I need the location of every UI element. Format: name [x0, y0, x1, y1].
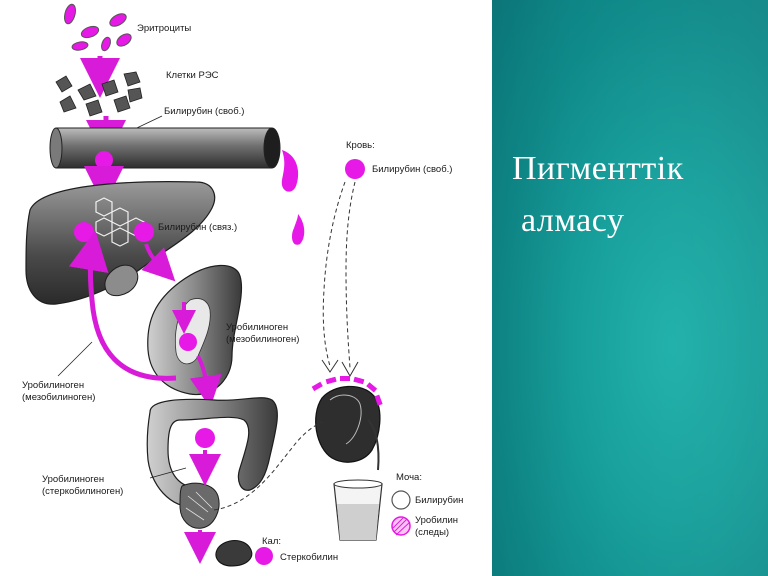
- erythrocytes-group: [64, 3, 132, 52]
- blood-drop-1: [281, 150, 299, 192]
- label-bilirubin-free: Билирубин (своб.): [164, 106, 244, 117]
- label-urine-urobilin-b: (следы): [415, 527, 449, 538]
- label-urine: Моча:: [396, 472, 422, 483]
- dashed-path-blood-2: [322, 181, 346, 367]
- label-urobilinogen-mezo-2b: (мезобилиноген): [22, 392, 95, 403]
- title-panel: Пигменттік алмасу: [492, 0, 768, 576]
- blood-drop-2: [292, 214, 305, 245]
- label-urine-bilirubin: Билирубин: [415, 495, 463, 506]
- pigment-dot-vessel: [95, 151, 113, 169]
- urine-urobilin-marker: [391, 516, 411, 536]
- colon: [146, 397, 278, 529]
- blood-vessel: [49, 127, 281, 169]
- arrow-portal-return: [68, 230, 177, 381]
- dashed-path-blood-1: [345, 181, 356, 369]
- kidney: [315, 385, 381, 471]
- kidney-pigment-arc: [311, 376, 383, 406]
- res-cells-group: [55, 71, 143, 117]
- label-urobilinogen-mezo-1: Уробилиноген: [226, 322, 288, 333]
- pigment-dot-duodenum: [179, 333, 197, 351]
- arrow-duodenum-2: [189, 355, 222, 408]
- label-sterkobilin: Стеркобилин: [280, 552, 338, 563]
- arrow-liver-duodenum: [141, 243, 176, 282]
- liver: [25, 181, 216, 305]
- label-urine-urobilin: Уробилин: [415, 515, 458, 526]
- label-urobilinogen-mezo-1b: (мезобилиноген): [226, 334, 299, 345]
- feces-icon: [215, 540, 253, 567]
- dashed-path-colon-kidney: [213, 421, 323, 511]
- label-res-cells: Клетки РЭС: [166, 70, 219, 81]
- pigment-dot-colon: [195, 428, 215, 448]
- urine-glass: [333, 479, 383, 541]
- pigment-dot-liver-2: [134, 222, 154, 242]
- slide-title-line1: Пигменттік: [512, 150, 684, 187]
- urine-bilirubin-marker: [391, 490, 411, 510]
- label-erythrocytes: Эритроциты: [137, 23, 191, 34]
- pigment-dot-feces: [255, 547, 273, 565]
- bilirubin-metabolism-diagram: Эритроциты Клетки РЭС Билирубин (своб.): [22, 3, 464, 567]
- label-urobilinogen-sterko-b: (стеркобилиноген): [42, 486, 123, 497]
- label-urobilinogen-mezo-2: Уробилиноген: [22, 380, 84, 391]
- label-urobilinogen-sterko: Уробилиноген: [42, 474, 104, 485]
- pigment-dot-blood: [345, 159, 365, 179]
- slide-title-line2: алмасу: [521, 202, 625, 239]
- label-feces: Кал:: [262, 536, 281, 547]
- label-blood-bilirubin-free: Билирубин (своб.): [372, 164, 452, 175]
- pigment-dot-liver-1: [74, 222, 94, 242]
- label-blood: Кровь:: [346, 140, 375, 151]
- label-bilirubin-bound: Билирубин (связ.): [158, 222, 237, 233]
